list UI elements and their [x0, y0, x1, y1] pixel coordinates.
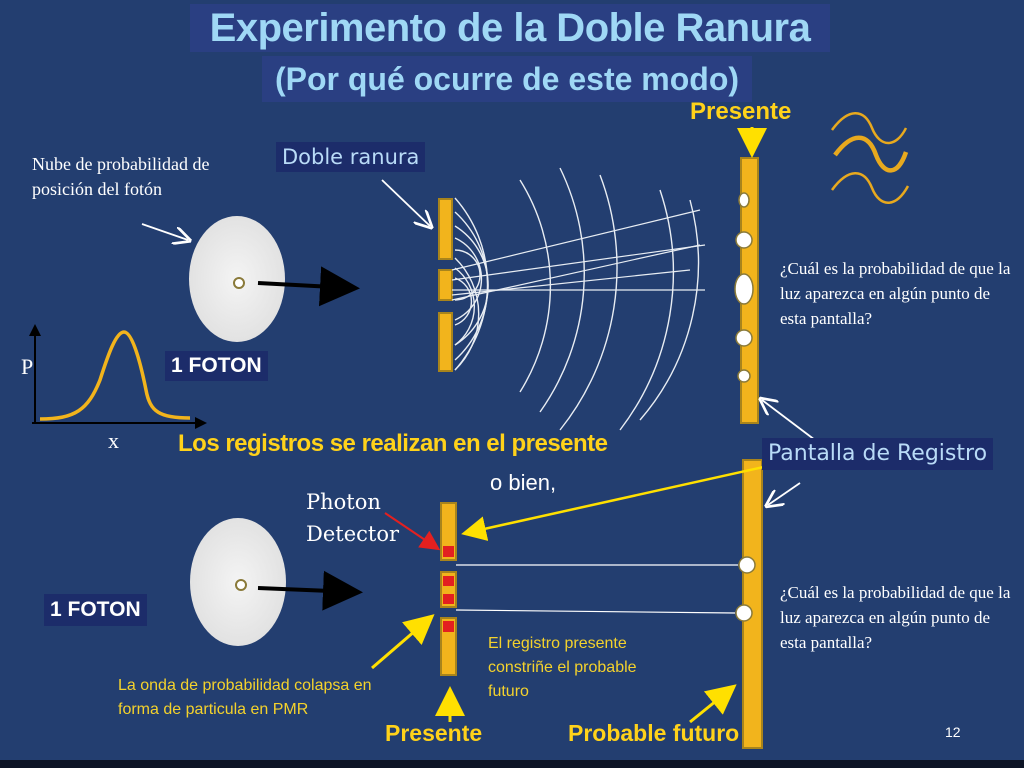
axis-p-label: P	[21, 354, 34, 379]
onda-colapsa-label: La onda de probabilidad colapsa en forma…	[118, 677, 372, 718]
registro-presente-label: El registro presente constriñe el probab…	[488, 635, 637, 700]
o-bien-label: o bien,	[490, 470, 557, 495]
presente-top-label: Presente	[690, 98, 792, 125]
presente-bottom-label: Presente	[385, 720, 483, 746]
probability-graph	[29, 324, 207, 429]
registros-label: Los registros se realizan en el presente	[178, 430, 608, 457]
rays	[451, 209, 706, 301]
double-slit-top	[438, 198, 453, 372]
nube-label: Nube de probabilidad de posición del fot…	[32, 154, 210, 199]
foton-bottom-label: 1 FOTON	[44, 594, 147, 626]
page-subtitle: (Por qué ocurre de este modo)	[262, 56, 752, 102]
page-number: 12	[945, 724, 961, 740]
question-bottom-label: ¿Cuál es la probabilidad de que la luz a…	[780, 583, 1011, 652]
bottom-bar	[0, 760, 1024, 768]
page-title: Experimento de la Doble Ranura	[190, 4, 830, 52]
doble-ranura-label: Doble ranura	[276, 142, 426, 172]
axis-x-label: x	[108, 428, 119, 453]
probable-futuro-label: Probable futuro	[568, 720, 740, 746]
double-slit-bottom	[440, 502, 457, 676]
pantalla-label: Pantalla de Registro	[762, 438, 994, 470]
wave-icon	[830, 112, 910, 204]
question-top-label: ¿Cuál es la probabilidad de que la luz a…	[780, 259, 1011, 328]
registration-screen-top	[734, 157, 759, 424]
wavefronts	[454, 167, 700, 431]
registration-screen-bottom	[735, 459, 763, 749]
arrow-icon	[257, 266, 360, 307]
foton-top-label: 1 FOTON	[165, 351, 268, 381]
photon-detector-label: Photon Detector	[306, 490, 400, 546]
